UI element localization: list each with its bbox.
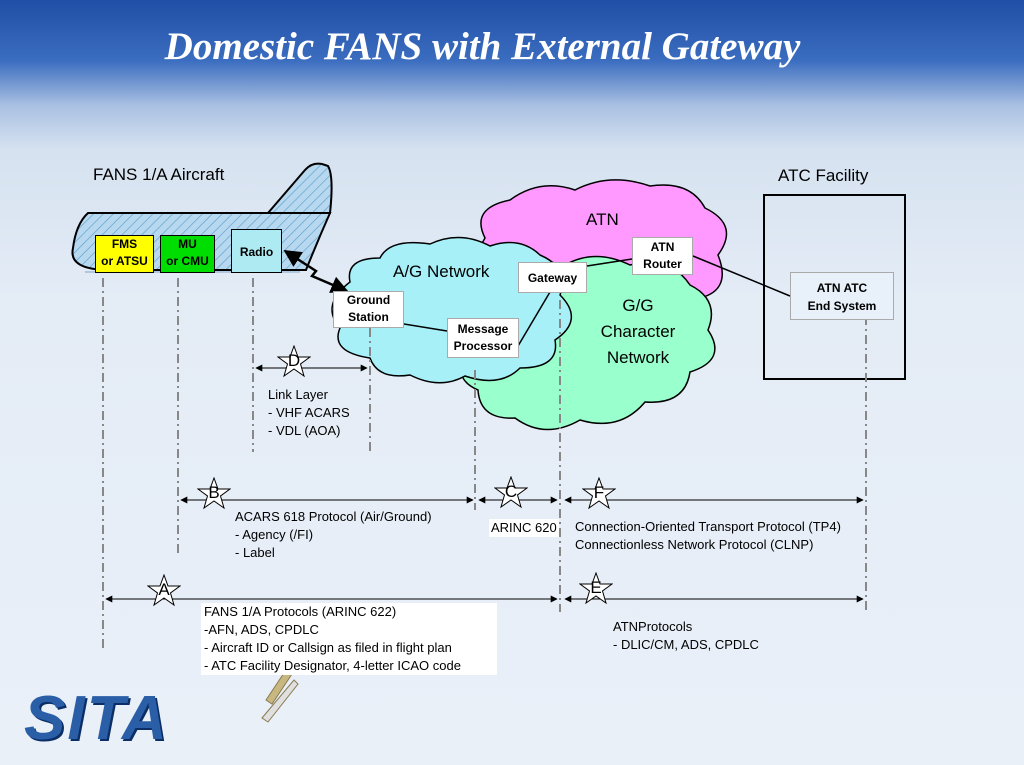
radio-link-arrow: [283, 249, 349, 293]
desc-e: ATNProtocols - DLIC/CM, ADS, CPDLC: [613, 618, 759, 654]
segment-star-e: E: [579, 572, 613, 606]
segment-star-a: A: [147, 574, 181, 608]
segment-star-d: D: [277, 345, 311, 379]
ag-network-label: A/G Network: [393, 262, 490, 281]
segment-label-e: E: [590, 578, 602, 597]
segment-label-f: F: [593, 483, 605, 502]
desc-a-line: -AFN, ADS, CPDLC: [204, 622, 319, 637]
fms-line2: or ATSU: [101, 254, 148, 268]
radio-box: Radio: [231, 229, 282, 273]
radio-label: Radio: [239, 245, 274, 259]
atn-router-line2: Router: [643, 257, 682, 271]
segment-label-a: A: [158, 580, 170, 599]
atn-router-line1: ATN: [650, 240, 675, 254]
desc-e-line: ATNProtocols: [613, 619, 693, 634]
ground-station-line2: Station: [348, 310, 389, 324]
ground-station-line1: Ground: [346, 293, 391, 307]
message-processor-box: Message Processor: [447, 318, 519, 358]
end-system-line2: End System: [807, 299, 877, 313]
desc-e-line: - DLIC/CM, ADS, CPDLC: [613, 637, 759, 652]
desc-c: ARINC 620: [489, 519, 559, 537]
mu-line1: MU: [178, 237, 197, 251]
mu-line2: or CMU: [166, 254, 209, 268]
desc-f-line: Connection-Oriented Transport Protocol (…: [575, 519, 841, 534]
end-system-line1: ATN ATC: [816, 281, 868, 295]
desc-a: FANS 1/A Protocols (ARINC 622) -AFN, ADS…: [201, 603, 497, 675]
gg-line2: Character: [600, 322, 676, 341]
gg-line3: Network: [606, 348, 670, 367]
sita-logo: SITA: [24, 684, 169, 753]
desc-b-line: - Label: [235, 545, 275, 560]
fms-box: FMS or ATSU: [95, 235, 154, 273]
desc-b-line: - Agency (/FI): [235, 527, 314, 542]
mu-box: MU or CMU: [160, 235, 215, 273]
aircraft-label: FANS 1/A Aircraft: [93, 165, 225, 184]
page-title: Domestic FANS with External Gateway: [164, 25, 801, 68]
atn-atc-end-system-box: ATN ATC End System: [790, 272, 894, 320]
segment-label-c: C: [504, 482, 518, 501]
segment-star-b: B: [197, 477, 231, 511]
atn-network-label: ATN: [586, 210, 619, 229]
atc-facility-box: [763, 194, 906, 380]
desc-a-line: - Aircraft ID or Callsign as filed in fl…: [204, 640, 452, 655]
desc-c-line: ARINC 620: [491, 520, 557, 535]
segment-star-c: C: [494, 476, 528, 510]
desc-a-line: - ATC Facility Designator, 4-letter ICAO…: [204, 658, 461, 673]
logo-decoration: [261, 669, 299, 723]
segment-label-d: D: [287, 351, 301, 370]
desc-d-line: - VHF ACARS: [268, 405, 350, 420]
desc-a-line: FANS 1/A Protocols (ARINC 622): [204, 604, 397, 619]
fms-line1: FMS: [111, 237, 138, 251]
aircraft-tail: [265, 162, 333, 214]
segment-label-b: B: [208, 483, 220, 502]
gateway-box: Gateway: [518, 262, 587, 293]
desc-d-line: - VDL (AOA): [268, 423, 341, 438]
atc-facility-label: ATC Facility: [778, 166, 869, 185]
desc-b: ACARS 618 Protocol (Air/Ground) - Agency…: [235, 508, 432, 562]
desc-b-line: ACARS 618 Protocol (Air/Ground): [235, 509, 432, 524]
ground-station-box: Ground Station: [333, 291, 404, 328]
segment-star-f: F: [582, 477, 616, 511]
gateway-label: Gateway: [527, 271, 578, 285]
atn-router-box: ATN Router: [632, 237, 693, 275]
desc-d: Link Layer - VHF ACARS - VDL (AOA): [268, 386, 350, 440]
message-processor-line2: Processor: [453, 339, 513, 353]
desc-f-line: Connectionless Network Protocol (CLNP): [575, 537, 814, 552]
desc-d-line: Link Layer: [268, 387, 328, 402]
gg-line1: G/G: [622, 296, 654, 315]
gg-network-label: G/G Character Network: [580, 293, 696, 371]
message-processor-line1: Message: [457, 322, 509, 336]
desc-f: Connection-Oriented Transport Protocol (…: [575, 518, 841, 554]
